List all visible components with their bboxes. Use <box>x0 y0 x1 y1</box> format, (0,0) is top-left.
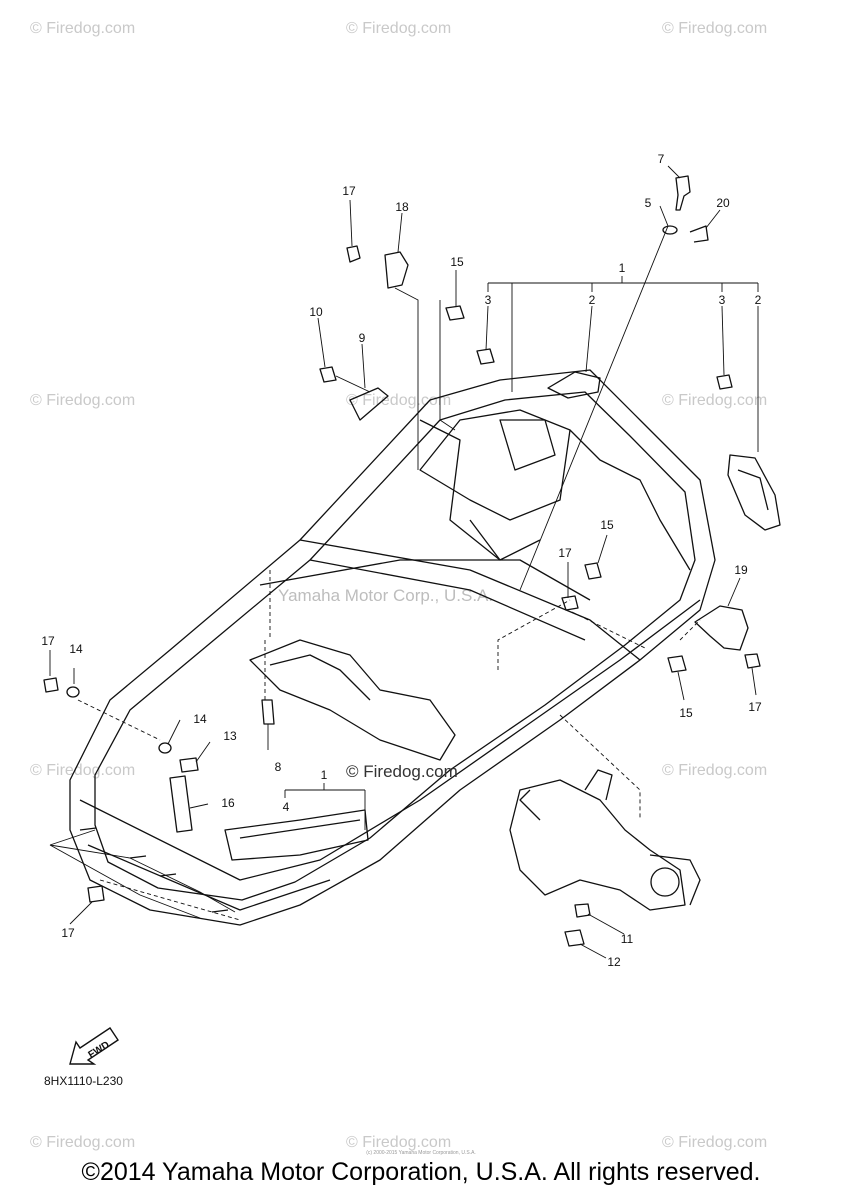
callout-7: 7 <box>657 152 665 166</box>
callout-8: 8 <box>274 760 282 774</box>
callout-11: 11 <box>620 932 634 946</box>
watermark: © Firedog.com <box>30 1134 136 1151</box>
callout-15: 15 <box>600 518 614 532</box>
callout-14: 14 <box>69 642 83 656</box>
watermark: © Firedog.com <box>662 20 768 37</box>
callout-12: 12 <box>607 955 621 969</box>
watermark: © Firedog.com <box>30 392 136 409</box>
callout-18: 18 <box>395 200 409 214</box>
fwd-label: FWD <box>86 1040 111 1061</box>
callout-17: 17 <box>61 926 75 940</box>
center-watermark: Yamaha Motor Corp., U.S.A. <box>278 586 494 605</box>
diagram-reference: 8HX1110-L230 <box>44 1074 123 1088</box>
callout-17: 17 <box>558 546 572 560</box>
watermark: © Firedog.com <box>346 1134 452 1151</box>
watermark: © Firedog.com <box>662 762 768 779</box>
callout-3: 3 <box>484 293 492 307</box>
callout-2: 2 <box>754 293 762 307</box>
callout-14: 14 <box>193 712 207 726</box>
watermark: © Firedog.com <box>662 1134 768 1151</box>
callout-15: 15 <box>679 706 693 720</box>
callout-17: 17 <box>748 700 762 714</box>
callout-10: 10 <box>309 305 323 319</box>
mid-watermark: © Firedog.com <box>346 762 458 781</box>
callout-4: 4 <box>282 800 290 814</box>
callout-1: 1 <box>618 261 626 275</box>
watermark: © Firedog.com <box>662 392 768 409</box>
copyright-notice: ©2014 Yamaha Motor Corporation, U.S.A. A… <box>81 1158 761 1186</box>
callout-16: 16 <box>221 796 235 810</box>
watermark: © Firedog.com <box>346 20 452 37</box>
callout-13: 13 <box>223 729 237 743</box>
fine-print: (c) 2000-2015 Yamaha Motor Corporation, … <box>366 1150 476 1156</box>
callout-3: 3 <box>718 293 726 307</box>
callout-20: 20 <box>716 196 730 210</box>
forward-arrow-icon: FWD <box>69 1027 119 1065</box>
callout-2: 2 <box>588 293 596 307</box>
watermark: © Firedog.com <box>30 762 136 779</box>
watermark: © Firedog.com <box>30 20 136 37</box>
callout-9: 9 <box>358 331 366 345</box>
callout-1: 1 <box>320 768 328 782</box>
callout-19: 19 <box>734 563 748 577</box>
callout-17: 17 <box>342 184 356 198</box>
callout-15: 15 <box>450 255 464 269</box>
callout-5: 5 <box>644 196 652 210</box>
callout-17: 17 <box>41 634 55 648</box>
